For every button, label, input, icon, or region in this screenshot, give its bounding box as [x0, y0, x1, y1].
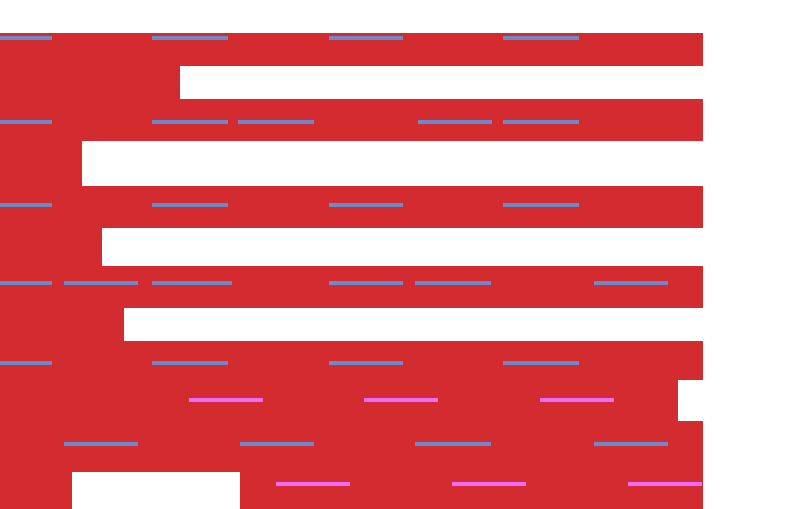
redaction-band [0, 341, 703, 380]
highlighted-line-mark [189, 398, 263, 402]
highlighted-line-mark [452, 482, 526, 486]
text-line-mark [329, 36, 403, 40]
text-line-mark [64, 281, 138, 285]
highlighted-line-mark [628, 482, 702, 486]
text-line-mark [594, 281, 668, 285]
text-line-mark [415, 281, 491, 285]
text-line-mark [329, 361, 403, 365]
text-line-mark [503, 361, 579, 365]
text-line-mark [329, 203, 403, 207]
text-line-mark [0, 361, 52, 365]
text-line-mark [594, 442, 668, 446]
redaction-band [0, 472, 72, 509]
redaction-band [0, 141, 82, 186]
text-line-mark [503, 203, 579, 207]
text-line-mark [503, 36, 579, 40]
highlighted-line-mark [364, 398, 438, 402]
text-line-mark [152, 120, 228, 124]
redaction-band [0, 308, 124, 341]
text-line-mark [0, 120, 52, 124]
redaction-band [0, 421, 703, 472]
text-line-mark [0, 203, 52, 207]
text-line-mark [152, 36, 228, 40]
highlighted-line-mark [540, 398, 614, 402]
redaction-band [0, 228, 102, 266]
text-line-mark [238, 120, 314, 124]
redaction-band [0, 186, 703, 228]
redaction-band [0, 66, 180, 99]
redaction-band [240, 472, 703, 509]
text-line-mark [503, 120, 579, 124]
text-line-mark [240, 442, 314, 446]
text-line-mark [152, 361, 228, 365]
text-line-mark [415, 442, 491, 446]
text-line-mark [0, 36, 52, 40]
redaction-band [0, 266, 703, 308]
text-line-mark [152, 281, 232, 285]
text-line-mark [0, 281, 52, 285]
text-line-mark [329, 281, 403, 285]
text-line-mark [64, 442, 138, 446]
highlighted-line-mark [276, 482, 350, 486]
redaction-band [0, 99, 703, 141]
text-line-mark [418, 120, 492, 124]
text-line-mark [152, 203, 228, 207]
